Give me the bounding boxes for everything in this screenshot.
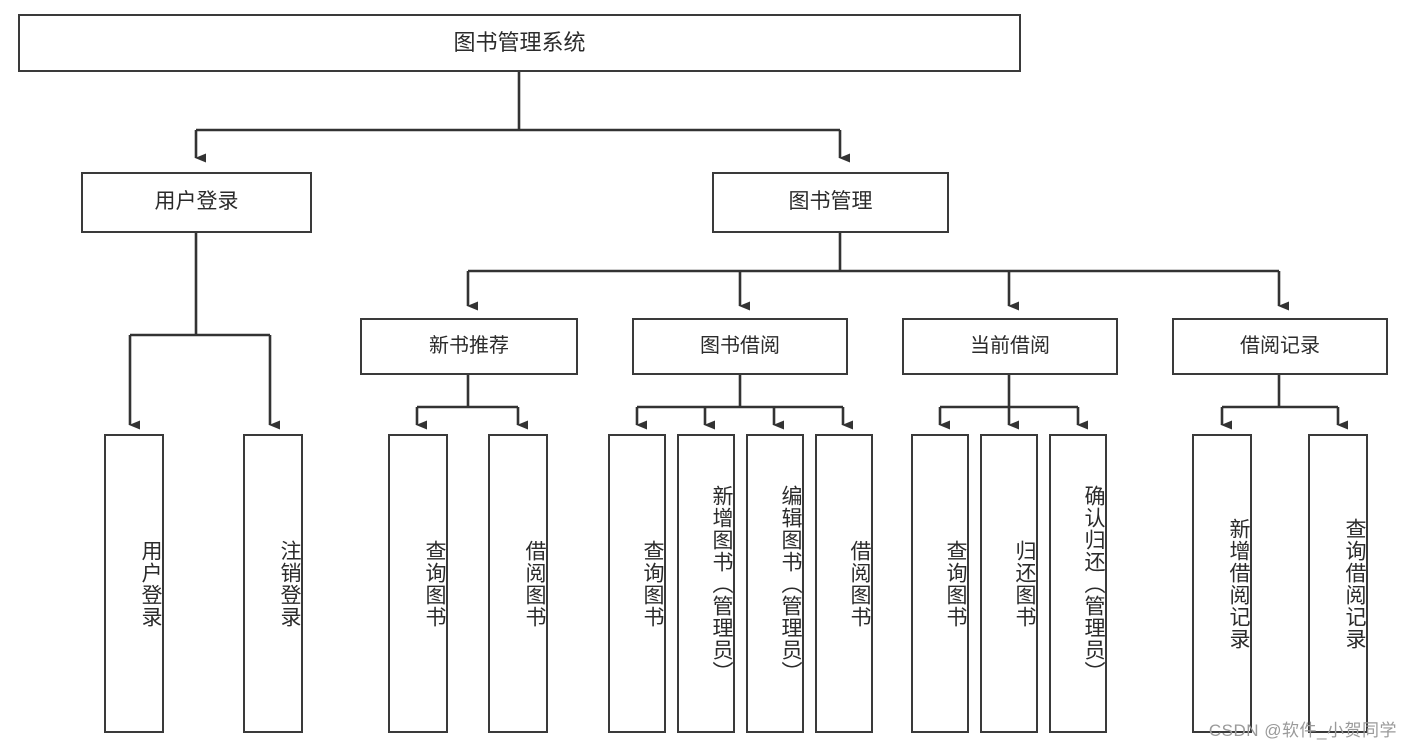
leaf-query-book-recommend[interactable]: 查询图书 xyxy=(388,434,448,733)
node-label: 用户登录 xyxy=(154,190,239,214)
node-root-system[interactable]: 图书管理系统 xyxy=(18,14,1021,72)
node-label: 确认归还（管理员） xyxy=(1082,484,1105,683)
node-label: 查询图书 xyxy=(944,539,967,628)
leaf-confirm-return-admin[interactable]: 确认归还（管理员） xyxy=(1049,434,1107,733)
leaf-user-login[interactable]: 用户登录 xyxy=(104,434,164,733)
leaf-logout[interactable]: 注销登录 xyxy=(243,434,303,733)
node-label: 借阅记录 xyxy=(1240,334,1320,357)
node-label: 借阅图书 xyxy=(523,539,546,628)
watermark: CSDN @软件_小贺同学 xyxy=(1208,721,1397,740)
node-label: 新增图书（管理员） xyxy=(710,484,733,683)
node-label: 查询借阅记录 xyxy=(1343,517,1366,650)
leaf-edit-book-admin[interactable]: 编辑图书（管理员） xyxy=(746,434,804,733)
leaf-borrow-book-recommend[interactable]: 借阅图书 xyxy=(488,434,548,733)
node-label: 用户登录 xyxy=(139,539,162,628)
node-current-borrow[interactable]: 当前借阅 xyxy=(902,318,1118,375)
node-label: 借阅图书 xyxy=(848,539,871,628)
leaf-return-book[interactable]: 归还图书 xyxy=(980,434,1038,733)
node-label: 新增借阅记录 xyxy=(1227,517,1250,650)
node-label: 编辑图书（管理员） xyxy=(779,484,802,683)
node-label: 当前借阅 xyxy=(970,334,1050,357)
node-borrow-record[interactable]: 借阅记录 xyxy=(1172,318,1388,375)
node-label: 图书管理 xyxy=(788,190,873,214)
node-new-book-recommend[interactable]: 新书推荐 xyxy=(360,318,578,375)
leaf-query-book-borrow[interactable]: 查询图书 xyxy=(608,434,666,733)
leaf-borrow-book[interactable]: 借阅图书 xyxy=(815,434,873,733)
leaf-query-book-current[interactable]: 查询图书 xyxy=(911,434,969,733)
leaf-query-borrow-record[interactable]: 查询借阅记录 xyxy=(1308,434,1368,733)
node-user-login[interactable]: 用户登录 xyxy=(81,172,312,233)
node-label: 图书借阅 xyxy=(700,334,780,357)
leaf-add-borrow-record[interactable]: 新增借阅记录 xyxy=(1192,434,1252,733)
leaf-add-book-admin[interactable]: 新增图书（管理员） xyxy=(677,434,735,733)
node-book-management[interactable]: 图书管理 xyxy=(712,172,949,233)
node-label: 归还图书 xyxy=(1013,539,1036,628)
node-label: 查询图书 xyxy=(423,539,446,628)
node-label: 图书管理系统 xyxy=(453,30,586,56)
node-book-borrow[interactable]: 图书借阅 xyxy=(632,318,848,375)
node-label: 新书推荐 xyxy=(429,334,509,357)
node-label: 查询图书 xyxy=(641,539,664,628)
node-label: 注销登录 xyxy=(278,539,301,628)
